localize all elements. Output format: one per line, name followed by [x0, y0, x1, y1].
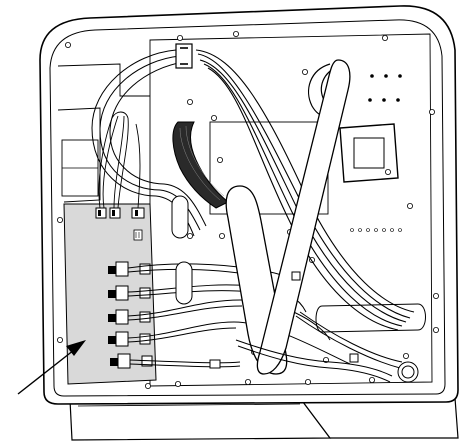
tray-cutout-1 — [172, 196, 188, 238]
cpu-bracket-center — [354, 138, 384, 168]
tray-cutout-2 — [176, 262, 192, 304]
cable-tie-1 — [292, 272, 300, 280]
cable-tie-3 — [350, 354, 358, 362]
top-cable-bracket — [176, 44, 192, 68]
grommet-inner — [402, 366, 414, 378]
header-connectors — [96, 208, 144, 218]
drive-panel-chip — [134, 230, 142, 240]
cable-tie-2 — [210, 360, 220, 368]
